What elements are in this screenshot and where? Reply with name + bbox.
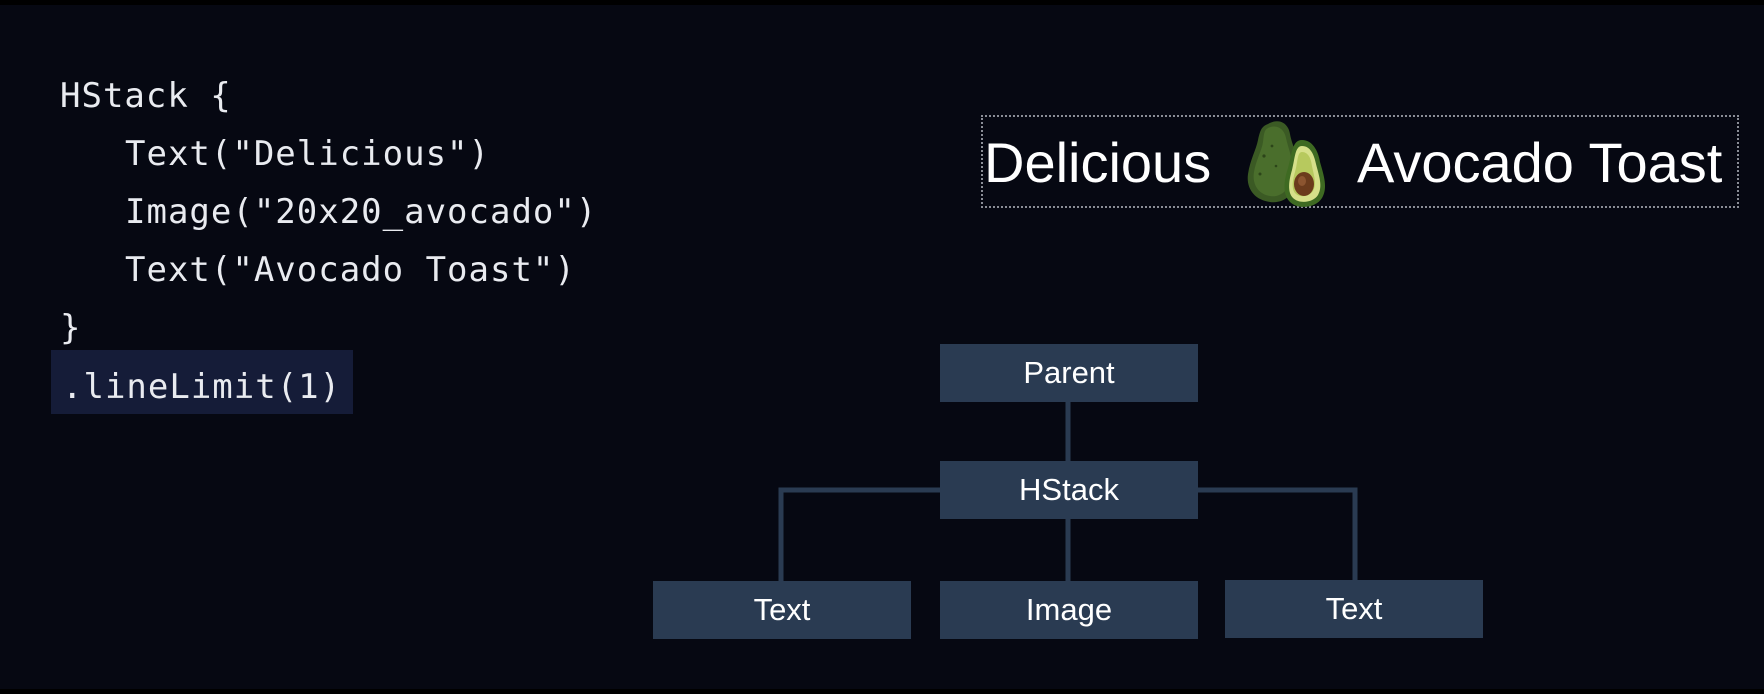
connector-hstack-text-left (778, 487, 941, 581)
code-line-image: Image("20x20_avocado") (125, 192, 598, 232)
node-text-right: Text (1225, 580, 1483, 638)
connector-hstack-text-right (1196, 487, 1358, 580)
code-line-close-brace: } (60, 308, 82, 348)
code-line-linelimit: .lineLimit(1) (62, 367, 342, 407)
code-line-text-delicious: Text("Delicious") (125, 134, 490, 174)
modifier-highlight (51, 350, 353, 414)
hstack-preview-frame (981, 115, 1739, 208)
code-line-text-avocado: Text("Avocado Toast") (125, 250, 576, 290)
avocado-icon (1247, 121, 1326, 207)
node-text-left: Text (653, 581, 911, 639)
slide-background (0, 5, 1764, 689)
preview-text-avocado-toast: Avocado Toast (1357, 131, 1723, 194)
node-hstack: HStack (940, 461, 1198, 519)
preview-text-delicious: Delicious (984, 131, 1212, 194)
node-image: Image (940, 581, 1198, 639)
code-line-hstack: HStack { (60, 76, 232, 116)
node-parent: Parent (940, 344, 1198, 402)
